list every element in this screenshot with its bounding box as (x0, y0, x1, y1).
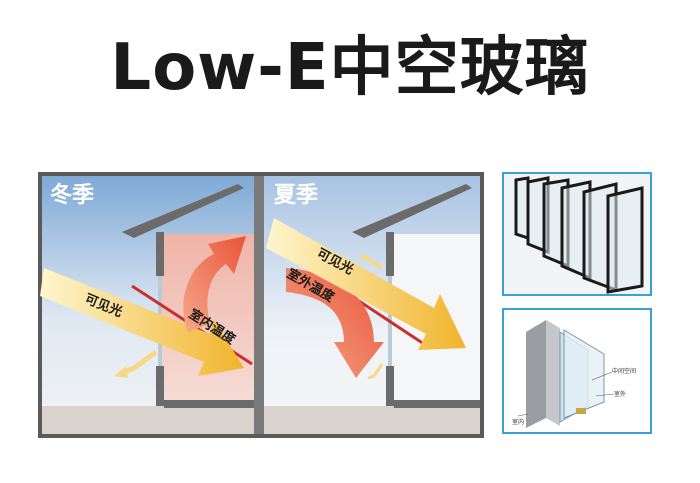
gap-label: 中间空间 (612, 367, 636, 375)
glass-panes-image (504, 174, 650, 294)
winter-heat-arrow (183, 236, 246, 332)
page-title: Low-E中空玻璃 (110, 31, 590, 105)
summer-season-label: 夏季 (274, 183, 318, 208)
winter-wall-lower (156, 366, 164, 406)
frame-section-panel: 中间空间 室外 室内 (502, 308, 652, 434)
winter-floor (42, 406, 254, 434)
winter-season-label: 冬季 (50, 182, 94, 208)
summer-roof (352, 184, 472, 238)
winter-scene (40, 176, 254, 434)
outdoor-label: 室外 (614, 390, 626, 398)
frame-section-image: 中间空间 室外 室内 (504, 310, 650, 432)
winter-light-arrow (40, 268, 244, 376)
summer-scene (264, 176, 480, 434)
summer-floor (264, 406, 480, 434)
summer-heat-arrow (286, 268, 384, 378)
glass-panes-panel (502, 172, 652, 296)
summer-light-arrow (266, 218, 466, 350)
indoor-label: 室内 (512, 418, 524, 426)
summer-reflect-arrow (359, 254, 384, 270)
summer-wall-lower (386, 366, 394, 406)
winter-wall-upper (156, 232, 164, 276)
winter-roof (122, 184, 244, 238)
summer-wall-upper (386, 232, 394, 276)
season-divider (254, 176, 264, 434)
season-diagram: 冬季 可见光 室内温度 夏季 可见光 室外温度 (38, 172, 484, 438)
